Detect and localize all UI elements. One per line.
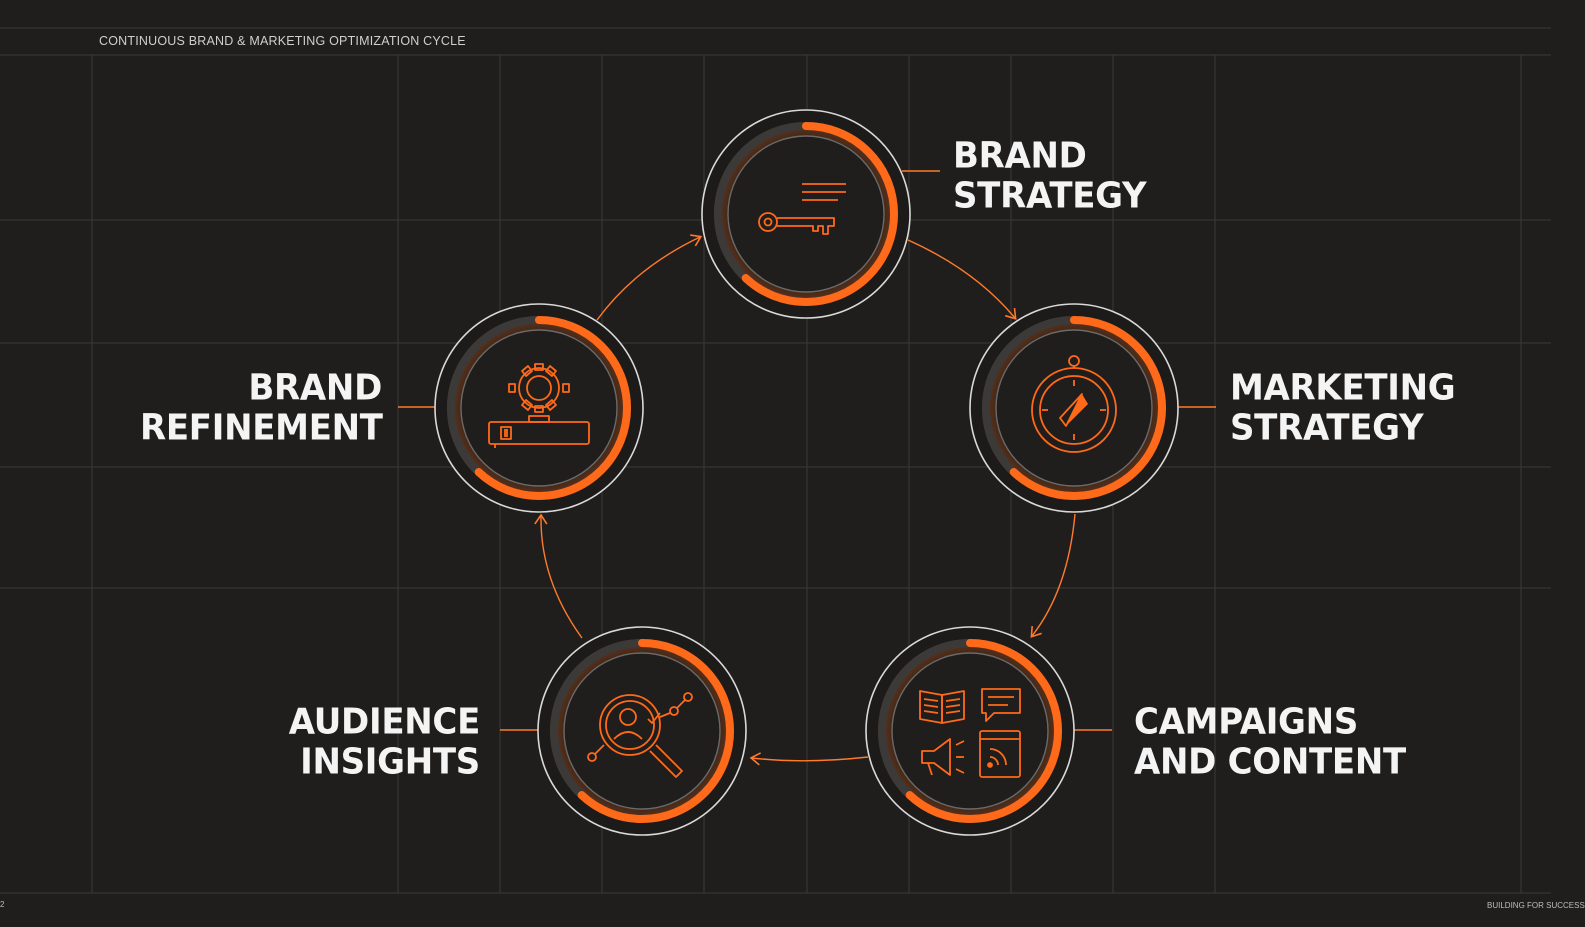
arrow-campaigns-to-audience — [749, 752, 869, 766]
arrow-refinement-to-brand — [596, 234, 703, 321]
node-campaigns-content — [865, 626, 1075, 836]
gear-level-icon — [488, 363, 590, 448]
compass-icon — [1031, 355, 1117, 453]
cycle-diagram — [0, 27, 1551, 894]
content-channels-icon — [919, 688, 1021, 778]
footer-tagline: BUILDING FOR SUCCESS — [1487, 901, 1585, 910]
node-brand-refinement — [434, 303, 644, 513]
key-document-icon — [758, 183, 846, 235]
arrow-brand-to-marketing — [907, 239, 1017, 320]
cycle-arrows — [534, 234, 1076, 766]
page-title: CONTINUOUS BRAND & MARKETING OPTIMIZATIO… — [99, 34, 466, 48]
page-number: 2 — [0, 900, 5, 909]
magnifier-analytics-icon — [587, 692, 693, 778]
arrow-audience-to-refinement — [534, 513, 583, 639]
node-marketing-strategy — [969, 303, 1179, 513]
node-audience-insights — [537, 626, 747, 836]
arrow-marketing-to-campaigns — [1030, 513, 1076, 638]
label-ticks — [398, 170, 1216, 731]
node-brand-strategy — [701, 109, 911, 319]
